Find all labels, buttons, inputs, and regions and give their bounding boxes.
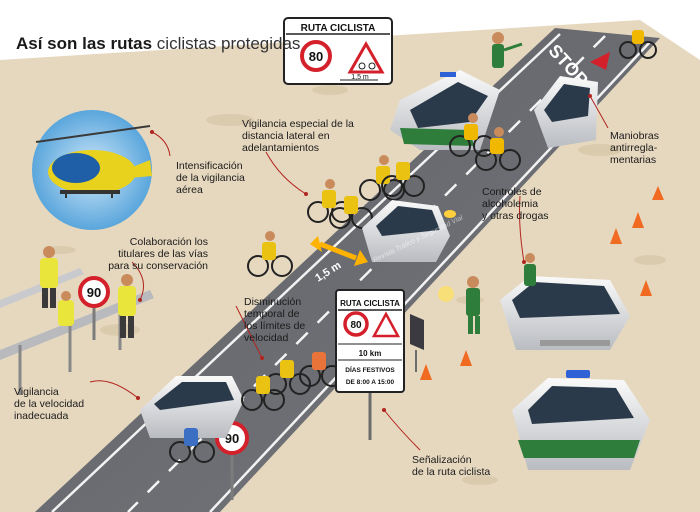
label-maneuvers: Maniobras antirregla- mentarias bbox=[610, 130, 660, 166]
speed-sign-left bbox=[78, 276, 110, 340]
title-bold: Así son las rutas bbox=[16, 34, 153, 53]
road-sign-speed: 80 bbox=[350, 320, 362, 331]
top-sign-header: RUTA CICLISTA bbox=[301, 23, 376, 34]
label-signage: Señalización de la ruta ciclista bbox=[412, 454, 491, 478]
helicopter-vignette bbox=[32, 110, 152, 230]
car-maneuver bbox=[534, 52, 610, 148]
top-sign-speed: 80 bbox=[309, 49, 323, 64]
speed-sign-left-text: 90 bbox=[87, 285, 101, 300]
top-sign-distance: 1,5 m bbox=[351, 74, 369, 81]
road-sign-hours: DE 8:00 A 15:00 bbox=[346, 379, 395, 386]
car-speeding bbox=[140, 376, 244, 438]
label-aerial: Intensificación de la vigilancia aérea bbox=[176, 160, 245, 196]
label-alcohol-controls: Controles de alcoholemia y otras drogas bbox=[482, 186, 549, 222]
officer-control bbox=[438, 253, 536, 334]
distance-arrow bbox=[310, 236, 368, 266]
cyclists-group-bottom bbox=[169, 352, 343, 463]
label-lateral-distance: Vigilancia especial de la distancia late… bbox=[242, 118, 354, 154]
road-sign-header: RUTA CICLISTA bbox=[340, 299, 400, 308]
police-car-bottom bbox=[512, 370, 650, 470]
overtaking-car bbox=[362, 200, 456, 262]
leader-lines bbox=[89, 95, 609, 451]
road-center-line bbox=[127, 35, 606, 512]
route-sign-road bbox=[335, 289, 424, 440]
road-sign-days: DÍAS FESTIVOS bbox=[345, 365, 395, 374]
label-collaboration: Colaboración los titulares de las vías p… bbox=[108, 236, 208, 272]
speed-sign-bottom-text: 90 bbox=[225, 431, 239, 446]
leader-dots bbox=[136, 94, 592, 412]
control-car bbox=[500, 276, 630, 350]
page-title: Así son las rutas ciclistas protegidas bbox=[16, 34, 300, 54]
top-route-sign bbox=[283, 17, 393, 85]
cyclists-group-middle bbox=[247, 155, 425, 277]
cyclists-group-top bbox=[449, 30, 657, 171]
traffic-cones bbox=[420, 186, 664, 380]
label-speed-limit: Disminución temporal de los límites de v… bbox=[244, 296, 306, 344]
label-speed-watch: Vigilancia de la velocidad inadecuada bbox=[14, 386, 85, 422]
road-workers bbox=[40, 246, 136, 338]
road-sign-km: 10 km bbox=[359, 349, 382, 358]
officer-top bbox=[492, 32, 523, 68]
title-light: ciclistas protegidas bbox=[156, 34, 301, 53]
